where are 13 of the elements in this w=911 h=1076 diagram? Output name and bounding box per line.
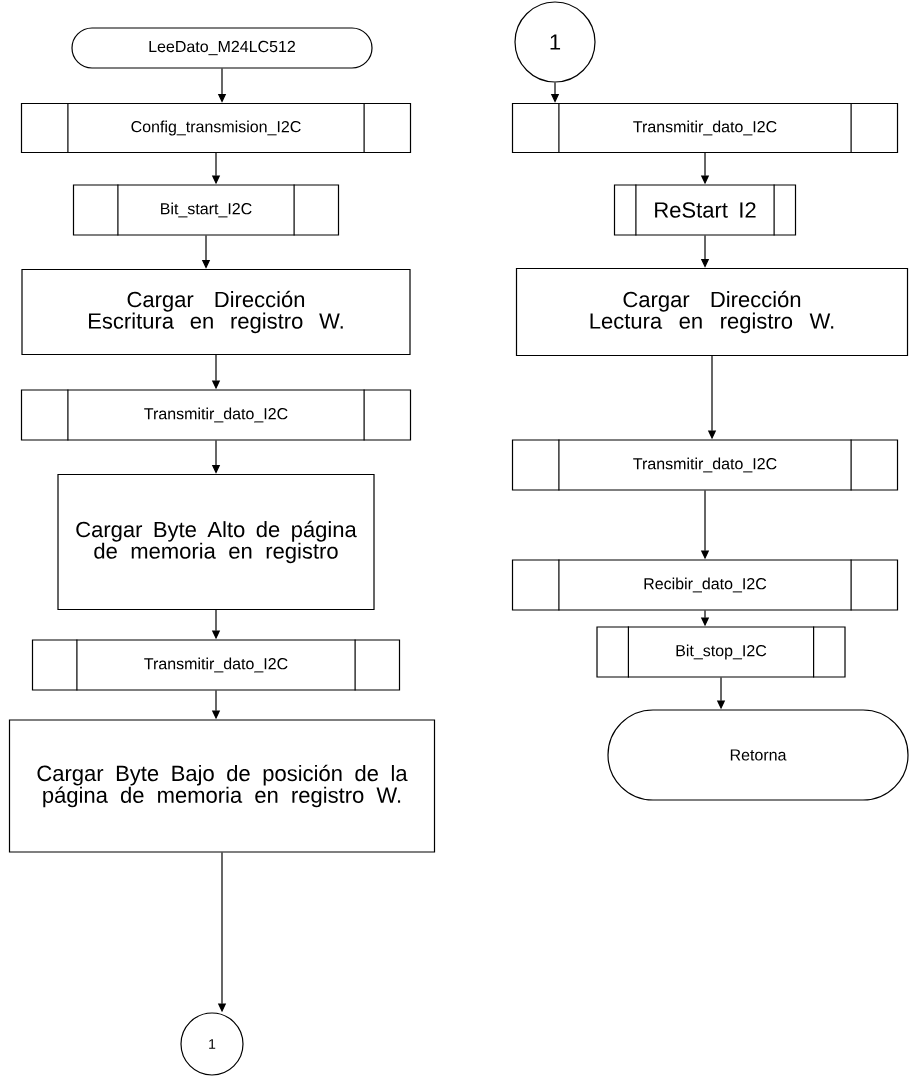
subroutine-box: Transmitir_dato_I2C	[511, 438, 899, 492]
subroutine-box: ReStart I2	[613, 183, 797, 237]
subroutine-box: Bit_stop_I2C	[596, 625, 846, 679]
subroutine-box: Transmitir_dato_I2C	[31, 638, 401, 692]
subroutine-box: Config_transmision_I2C	[20, 102, 412, 154]
process-box: Cargar Dirección Lectura en registro W.	[515, 267, 909, 357]
subroutine-box: Transmitir_dato_I2C	[20, 388, 412, 442]
subroutine-box: Bit_start_I2C	[72, 183, 340, 237]
process-box: Cargar Byte Alto de página de memoria en registro	[57, 473, 375, 611]
subroutine-box: Transmitir_dato_I2C	[511, 102, 899, 154]
subroutine-box: Recibir_dato_I2C	[511, 558, 899, 612]
process-box: Cargar Dirección Escritura en registro W.	[21, 268, 411, 356]
process-box: Cargar Byte Bajo de posición de la página de memoria en registro W.	[8, 719, 436, 853]
